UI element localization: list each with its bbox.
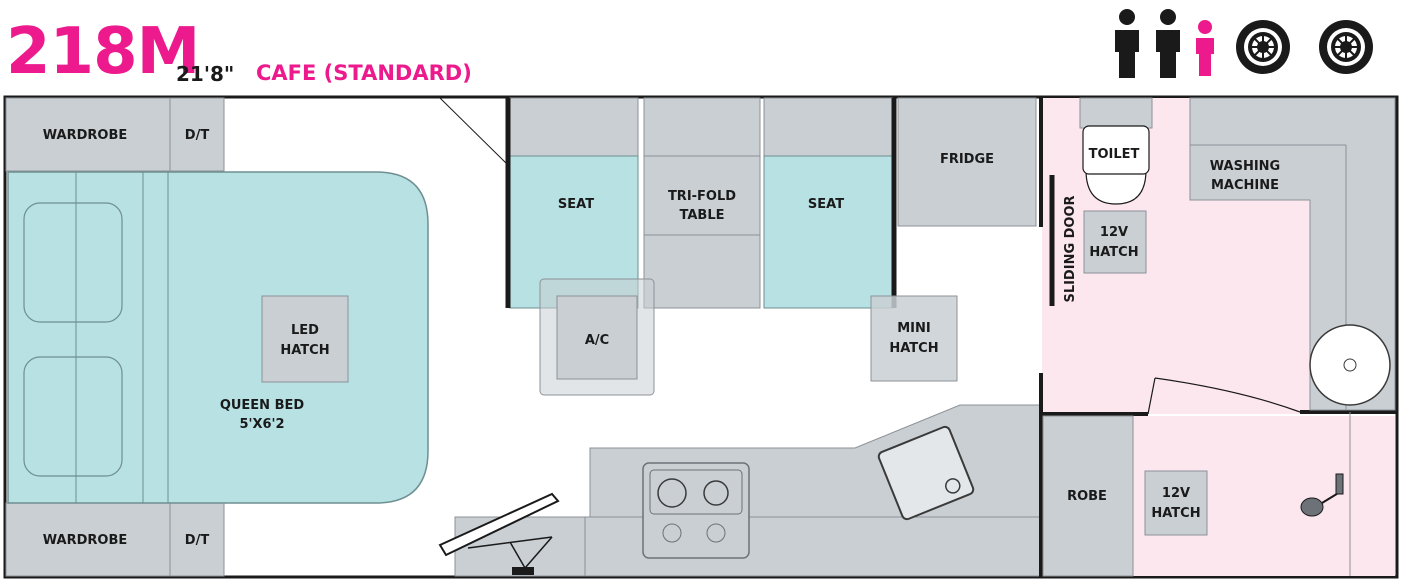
label-washing-line1: WASHING [1210, 159, 1280, 174]
shower-head-icon [1300, 473, 1344, 517]
label-seat-right: SEAT [808, 197, 844, 212]
header: 218M 21'8" CAFE (STANDARD) [0, 0, 1402, 95]
label-bed-size: 5'X6'2 [239, 417, 284, 432]
pillow [23, 202, 123, 323]
label-dt-bottom: D/T [185, 533, 210, 548]
label-trifold-line1: TRI-FOLD [668, 189, 736, 204]
label-12v-hatch-top-line1: 12V [1100, 225, 1128, 240]
adult-icon [1156, 9, 1180, 78]
label-trifold-line2: TABLE [680, 208, 725, 223]
seat-right [763, 155, 893, 309]
label-washing-line2: MACHINE [1211, 178, 1279, 193]
wardrobe-bottom [5, 502, 171, 577]
robe [1042, 415, 1134, 577]
label-12v-hatch-bottom-line2: HATCH [1151, 506, 1200, 521]
label-sliding-door: SLIDING DOOR [1063, 195, 1078, 302]
hatch-12v-top [1083, 210, 1147, 274]
pillow [23, 356, 123, 477]
sink-icon [877, 425, 975, 521]
dt-top [169, 97, 225, 172]
label-led-hatch-line2: HATCH [280, 343, 329, 358]
basin-icon [1309, 324, 1391, 406]
entry-step-icon [438, 492, 560, 575]
trifold-table [643, 97, 761, 309]
label-seat-left: SEAT [558, 197, 594, 212]
label-toilet: TOILET [1089, 147, 1140, 162]
label-wardrobe-top: WARDROBE [43, 128, 127, 143]
label-mini-hatch-line2: HATCH [889, 341, 938, 356]
caravan-length: 21'8" [176, 62, 235, 86]
cooktop [642, 462, 750, 559]
mini-hatch [870, 295, 958, 382]
label-wardrobe-bottom: WARDROBE [43, 533, 127, 548]
label-fridge: FRIDGE [940, 152, 994, 167]
label-ac: A/C [585, 333, 609, 348]
label-led-hatch-line1: LED [291, 323, 319, 338]
adult-icon [1115, 9, 1139, 78]
led-hatch [261, 295, 349, 383]
dt-bottom [169, 502, 225, 577]
label-12v-hatch-bottom-line1: 12V [1162, 486, 1190, 501]
label-queen-bed: QUEEN BED [220, 398, 305, 413]
queen-bed [7, 171, 429, 504]
label-12v-hatch-top-line2: HATCH [1089, 245, 1138, 260]
hatch-12v-bottom [1144, 470, 1208, 536]
label-dt-top: D/T [185, 128, 210, 143]
wheel-icon [1318, 19, 1374, 75]
child-icon [1196, 20, 1214, 76]
wheel-icon [1235, 19, 1291, 75]
fridge [897, 97, 1037, 227]
model-number: 218M [6, 15, 200, 89]
label-mini-hatch-line1: MINI [897, 321, 931, 336]
layout-name: CAFE (STANDARD) [256, 61, 472, 85]
label-robe: ROBE [1067, 489, 1107, 504]
